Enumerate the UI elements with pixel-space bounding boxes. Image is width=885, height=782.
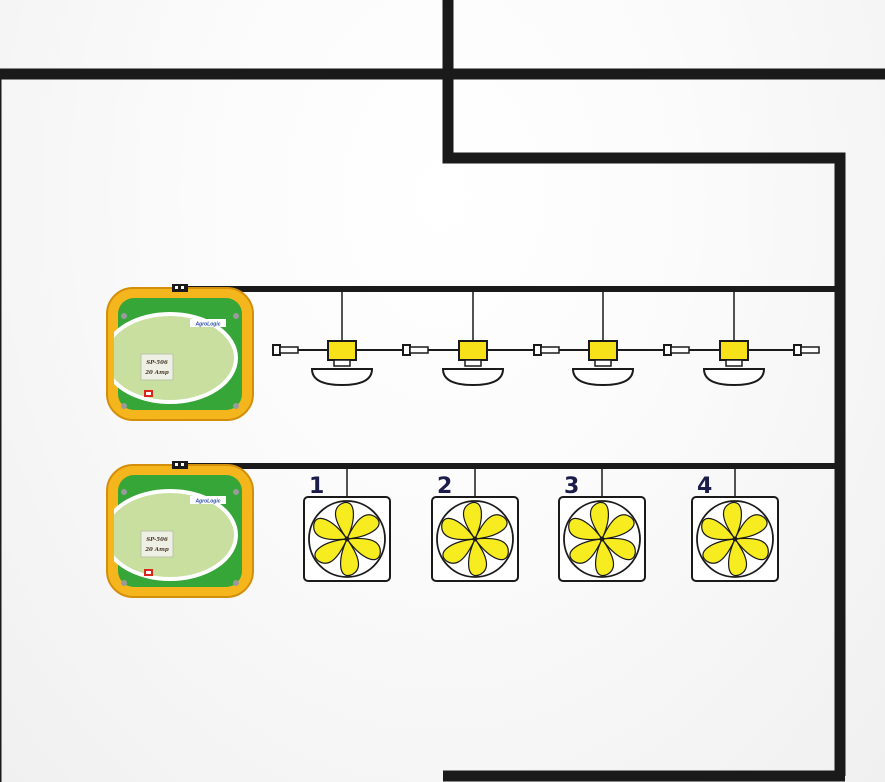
controller-brand-badge — [190, 496, 226, 504]
fan-row: 1 2 3 4 — [303, 469, 779, 582]
controller-heaters: SP-506 20 Amp AgroLogic — [106, 284, 254, 421]
warning-label-icon — [144, 390, 153, 397]
controller-brand-badge — [190, 319, 226, 327]
cable-gland-icon — [172, 461, 188, 469]
pipe-coupler-icon — [272, 344, 299, 356]
pipe-coupler-icon — [402, 344, 429, 356]
controller-brand: AgroLogic — [195, 499, 221, 505]
controllers-group: SP-506 20 Amp AgroLogic SP-506 — [106, 284, 254, 598]
radiant-heater-icon — [571, 292, 635, 387]
screw-icon — [121, 313, 127, 319]
fan-number-label: 2 — [437, 474, 452, 499]
radiant-heater-icon — [441, 292, 505, 387]
screw-icon — [233, 403, 239, 409]
exhaust-fan-icon — [303, 469, 391, 582]
controller-rating: 20 Amp — [144, 370, 169, 376]
screw-icon — [121, 403, 127, 409]
exhaust-fan-icon — [558, 469, 646, 582]
fan-number-label: 4 — [697, 474, 712, 499]
exhaust-fan-icon — [691, 469, 779, 582]
pipe-coupler-icon — [793, 344, 820, 356]
radiant-heater-icon — [310, 292, 374, 387]
screw-icon — [233, 489, 239, 495]
heater-row — [272, 292, 820, 387]
fan-number-label: 1 — [309, 474, 324, 499]
screw-icon — [121, 489, 127, 495]
screw-icon — [233, 313, 239, 319]
controller-brand: AgroLogic — [195, 322, 221, 328]
cable-gland-icon — [172, 284, 188, 292]
controller-rating: 20 Amp — [144, 547, 169, 553]
screw-icon — [233, 580, 239, 586]
controller-fans: SP-506 20 Amp AgroLogic — [106, 461, 254, 598]
wire-main-trunk — [442, 0, 846, 776]
controller-model: SP-506 — [146, 360, 168, 366]
pipe-coupler-icon — [533, 344, 560, 356]
controller-label-plate — [140, 530, 174, 558]
pipe-coupler-icon — [663, 344, 690, 356]
controller-model: SP-506 — [146, 537, 168, 543]
exhaust-fan-icon — [431, 469, 519, 582]
radiant-heater-icon — [702, 292, 766, 387]
fan-number-label: 3 — [564, 474, 579, 499]
warning-label-icon — [144, 569, 153, 576]
controller-label-plate — [140, 353, 174, 381]
screw-icon — [121, 580, 127, 586]
